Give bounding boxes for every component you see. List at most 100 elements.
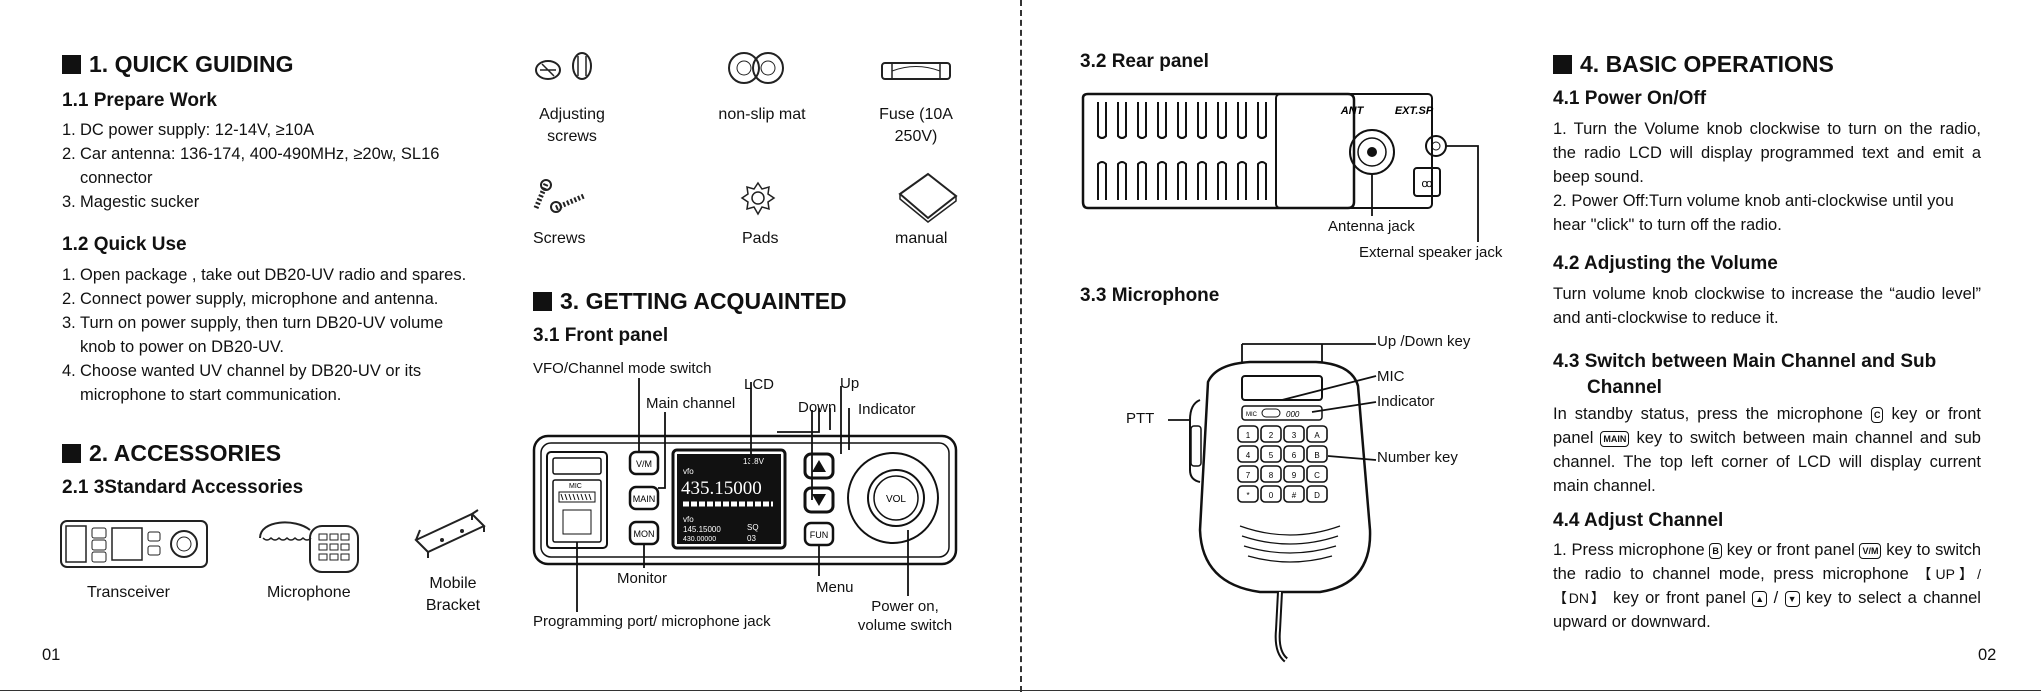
rear-panel-diagram: ANT EXT.SP ꝏ — [1081, 92, 1479, 242]
list-item: 1.Open package , take out DB20-UV radio … — [62, 266, 467, 284]
power-on-off-title: 4.1 Power On/Off — [1553, 88, 1707, 109]
number-key-label: Number key — [1377, 449, 1458, 466]
main-channel-label: Main channel — [646, 395, 736, 412]
quick-use-title: 1.2 Quick Use — [62, 234, 187, 255]
section-3-heading: 3. GETTING ACQUAINTED — [533, 288, 847, 315]
non-slip-mat-image — [728, 52, 784, 84]
section-2-heading: 2. ACCESSORIES — [62, 440, 281, 467]
section-4-title: 4. BASIC OPERATIONS — [1580, 51, 1834, 77]
pads-image — [740, 181, 776, 216]
mic-display-text: 000 — [1286, 410, 1300, 419]
mic-c-key-icon: C — [1870, 406, 1884, 423]
section-2-title: 2. ACCESSORIES — [89, 440, 282, 466]
microphone-label: Microphone — [267, 584, 351, 601]
lcd-sub-frequency: 145.15000 — [683, 525, 721, 534]
screws-image — [533, 179, 585, 213]
down-key-icon: ▼ — [1784, 590, 1800, 607]
lcd-voltage: 13.8V — [743, 457, 765, 466]
section-4-heading: 4. BASIC OPERATIONS — [1553, 51, 1834, 78]
power-volume-label: Power on, volume switch — [857, 598, 953, 634]
lcd-channel: 03 — [747, 534, 756, 543]
section-3-title: 3. GETTING ACQUAINTED — [560, 288, 847, 314]
svg-text:1: 1 — [1246, 431, 1251, 440]
svg-text:5: 5 — [1269, 451, 1274, 460]
list-item: 2.Car antenna: 136-174, 400-490MHz, ≥20w… — [62, 145, 440, 187]
indicator-label: Indicator — [858, 401, 916, 418]
mic-b-key-icon: B — [1709, 542, 1722, 559]
transceiver-label: Transceiver — [87, 584, 170, 601]
section-1-title: 1. QUICK GUIDING — [89, 51, 294, 77]
svg-text:3: 3 — [1292, 431, 1297, 440]
switch-channel-title: 4.3 Switch between Main Channel and Sub … — [1553, 351, 1937, 398]
microphone-image — [259, 521, 359, 573]
fun-button-text: FUN — [810, 530, 829, 540]
svg-text:D: D — [1314, 491, 1320, 500]
power-connector-icon: ꝏ — [1421, 178, 1432, 190]
section-1-heading: 1. QUICK GUIDING — [62, 51, 293, 78]
front-panel-diagram: MIC V/M MAIN MON 13.8V vfo 435.15000 vfo… — [532, 378, 958, 612]
square-bullet-icon — [62, 55, 81, 74]
list-item: 3.Magestic sucker — [62, 193, 200, 211]
fuse-label: Fuse (10A 250V) — [879, 106, 953, 145]
lcd-sub-frequency-2: 430.00000 — [683, 536, 716, 543]
mon-button-text: MON — [634, 529, 655, 539]
list-item: 4.Choose wanted UV channel by DB20-UV or… — [62, 362, 422, 404]
up-key-icon: ▲ — [1752, 590, 1768, 607]
programming-port-label: Programming port/ microphone jack — [533, 613, 771, 630]
adjusting-screws-label: Adjusting screws — [539, 106, 605, 145]
power-on-paragraph: 1. Turn the Volume knob clockwise to tur… — [1553, 120, 1981, 186]
down-label: Down — [798, 399, 837, 416]
svg-text:A: A — [1314, 431, 1320, 440]
front-panel-title: 3.1 Front panel — [533, 325, 669, 346]
main-button-text: MAIN — [633, 494, 656, 504]
lcd-vfo: vfo — [683, 467, 694, 476]
screws-label: Screws — [533, 230, 586, 247]
mobile-bracket-image — [414, 509, 486, 558]
antenna-jack-label: Antenna jack — [1328, 218, 1415, 235]
svg-text:*: * — [1246, 491, 1249, 500]
lcd-vfo-2: vfo — [683, 515, 694, 524]
svg-text:0: 0 — [1269, 491, 1274, 500]
adjusting-screws-image — [535, 52, 592, 80]
square-bullet-icon — [1553, 55, 1572, 74]
main-key-icon: MAIN — [1600, 430, 1630, 447]
up-down-key-label: Up /Down key — [1377, 333, 1471, 350]
prepare-work-title: 1.1 Prepare Work — [62, 90, 217, 111]
menu-label: Menu — [816, 579, 854, 596]
prepare-work-list: 1.DC power supply: 12-14V, ≥10A 2.Car an… — [62, 118, 442, 214]
up-label: Up — [840, 375, 860, 392]
adjust-volume-paragraph: Turn volume knob clockwise to increase t… — [1553, 285, 1981, 327]
pads-label: Pads — [742, 230, 779, 247]
lcd-frequency: 435.15000 — [681, 478, 762, 499]
adjust-volume-title: 4.2 Adjusting the Volume — [1553, 253, 1778, 274]
square-bullet-icon — [62, 444, 81, 463]
switch-channel-paragraph: In standby status, press the microphone … — [1553, 405, 1981, 495]
adjust-channel-title: 4.4 Adjust Channel — [1553, 510, 1724, 531]
vm-key-icon: V/M — [1859, 542, 1882, 559]
ant-text: ANT — [1340, 105, 1365, 117]
list-item: 2.Connect power supply, microphone and a… — [62, 290, 439, 308]
list-item: 3.Turn on power supply, then turn DB20-U… — [62, 314, 444, 356]
rear-panel-title: 3.2 Rear panel — [1080, 51, 1209, 72]
svg-text:2: 2 — [1269, 431, 1274, 440]
svg-text:7: 7 — [1246, 471, 1251, 480]
microphone-title: 3.3 Microphone — [1080, 285, 1220, 306]
svg-text:4: 4 — [1246, 451, 1251, 460]
manual-image — [898, 172, 958, 223]
vol-knob-text: VOL — [886, 494, 906, 505]
svg-text:9: 9 — [1292, 471, 1297, 480]
lcd-sq: SQ — [747, 523, 759, 532]
fuse-image — [881, 62, 951, 80]
square-bullet-icon — [533, 292, 552, 311]
adjust-channel-paragraph: 1. Press microphone B key or front panel… — [1553, 541, 1982, 631]
list-item: 1.DC power supply: 12-14V, ≥10A — [62, 121, 315, 139]
power-off-paragraph: 2. Power Off:Turn volume knob anti-clock… — [1553, 192, 1954, 234]
standard-accessories-title: 2.1 3Standard Accessories — [62, 477, 304, 498]
svg-text:MIC: MIC — [1246, 412, 1258, 418]
quick-use-list: 1.Open package , take out DB20-UV radio … — [62, 263, 502, 407]
transceiver-image — [60, 520, 208, 568]
mic-label: MIC — [1377, 368, 1405, 385]
vfo-switch-label: VFO/Channel mode switch — [533, 360, 712, 377]
monitor-label: Monitor — [617, 570, 668, 587]
external-speaker-jack-label: External speaker jack — [1359, 244, 1503, 261]
